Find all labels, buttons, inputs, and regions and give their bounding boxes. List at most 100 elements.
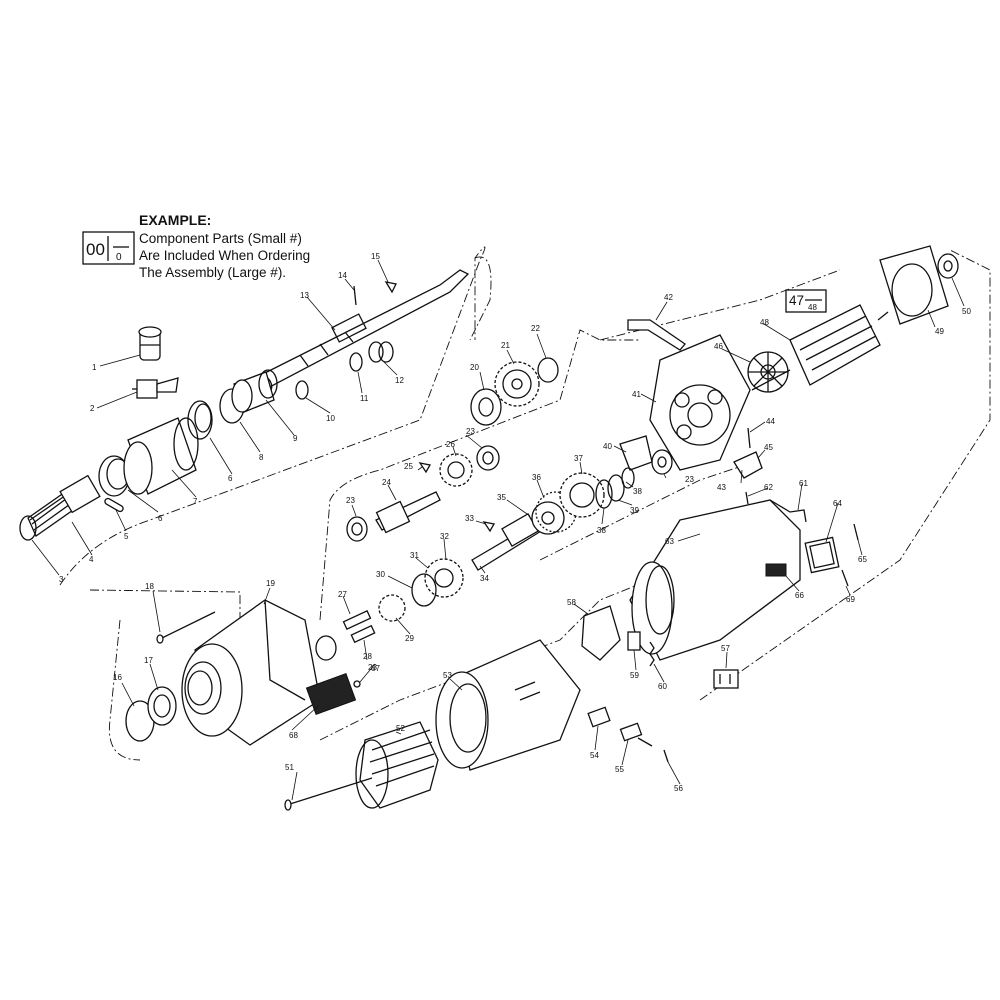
cover-64 xyxy=(804,536,840,574)
shift-lever-42 xyxy=(627,319,686,351)
label-24: 24 xyxy=(382,478,391,487)
label-6-b: 6 xyxy=(228,474,233,483)
spring-60 xyxy=(649,641,655,667)
switch-58 xyxy=(581,605,621,661)
label-38-a: 38 xyxy=(597,526,606,535)
field-52 xyxy=(355,721,439,809)
key-25 xyxy=(418,462,432,474)
part-labels: 1 2 3 4 5 6 6 7 8 9 10 11 12 13 14 15 16… xyxy=(59,252,971,793)
label-55: 55 xyxy=(615,765,624,774)
badge-small-number: 48 xyxy=(808,303,817,312)
terminal-57 xyxy=(713,669,739,689)
label-21: 21 xyxy=(501,341,510,350)
label-65: 65 xyxy=(858,555,867,564)
brush-55 xyxy=(619,722,653,747)
label-60: 60 xyxy=(658,682,667,691)
label-68: 68 xyxy=(289,731,298,740)
label-50: 50 xyxy=(962,307,971,316)
nameplate-68 xyxy=(305,673,357,715)
gear-21 xyxy=(494,361,540,407)
assembly-dashed-lines xyxy=(59,246,991,761)
bearing-23-d xyxy=(651,449,673,475)
pin-44 xyxy=(747,427,751,449)
label-33: 33 xyxy=(465,514,474,523)
ring-3 xyxy=(19,515,37,541)
badge-big-number: 47 xyxy=(789,293,804,308)
pin-14 xyxy=(353,285,357,306)
label-22: 22 xyxy=(531,324,540,333)
example-line-1: Component Parts (Small #) xyxy=(139,231,302,246)
label-51: 51 xyxy=(285,763,294,772)
spindle-shaft xyxy=(254,269,470,393)
example-box xyxy=(82,231,135,265)
key-33 xyxy=(482,521,496,533)
label-3: 3 xyxy=(59,575,64,584)
threaded-adapter-4 xyxy=(27,474,101,537)
bearing-23-b xyxy=(346,516,368,542)
bearing-23-c xyxy=(315,635,337,661)
fitting-1 xyxy=(138,326,162,361)
label-31: 31 xyxy=(410,551,419,560)
leader-lines xyxy=(31,259,965,801)
assembly-badge-47: 47 48 xyxy=(785,289,827,313)
label-12: 12 xyxy=(395,376,404,385)
label-28: 28 xyxy=(363,652,372,661)
label-61: 61 xyxy=(799,479,808,488)
bearing-23-a xyxy=(476,445,500,471)
gear-housing-19 xyxy=(181,599,321,746)
label-63: 63 xyxy=(665,537,674,546)
bearing-50 xyxy=(937,253,959,279)
label-16: 16 xyxy=(113,673,122,682)
label-43: 43 xyxy=(717,483,726,492)
label-2: 2 xyxy=(90,404,95,413)
bearing-20 xyxy=(470,388,502,426)
label-23-d: 23 xyxy=(685,475,694,484)
label-67: 67 xyxy=(371,664,380,673)
field-housing-53 xyxy=(435,639,581,771)
label-23-b: 23 xyxy=(346,496,355,505)
label-39: 39 xyxy=(630,506,639,515)
retaining-rings xyxy=(295,341,394,400)
switch-59 xyxy=(627,631,641,651)
sleeve-7 xyxy=(123,417,199,495)
label-57: 57 xyxy=(721,644,730,653)
label-30: 30 xyxy=(376,570,385,579)
label-42: 42 xyxy=(664,293,673,302)
label-19: 19 xyxy=(266,579,275,588)
key-15 xyxy=(384,281,397,294)
label-53: 53 xyxy=(443,671,452,680)
label-23-a: 23 xyxy=(466,427,475,436)
knob-45 xyxy=(733,451,763,479)
label-1: 1 xyxy=(92,363,97,372)
label-48: 48 xyxy=(760,318,769,327)
example-small-number: 0 xyxy=(116,252,122,263)
example-line-2: Are Included When Ordering xyxy=(139,248,310,263)
example-title: EXAMPLE: xyxy=(139,212,211,228)
brush-holder-54 xyxy=(587,706,611,728)
label-10: 10 xyxy=(326,414,335,423)
bolt-18 xyxy=(156,611,216,644)
label-49: 49 xyxy=(935,327,944,336)
label-36: 36 xyxy=(532,473,541,482)
pin-27-28 xyxy=(342,610,376,644)
pinion-shaft-24 xyxy=(375,491,441,534)
label-27: 27 xyxy=(338,590,347,599)
bushing-8-9 xyxy=(219,369,278,424)
label-26: 26 xyxy=(446,440,455,449)
label-58: 58 xyxy=(567,598,576,607)
label-34: 34 xyxy=(480,574,489,583)
armature-48 xyxy=(751,304,889,391)
screw-62 xyxy=(745,491,749,505)
bolt-51 xyxy=(284,777,373,811)
screws-65-69 xyxy=(841,523,859,587)
label-54: 54 xyxy=(590,751,599,760)
label-41: 41 xyxy=(632,390,641,399)
label-38-b: 38 xyxy=(633,487,642,496)
label-64: 64 xyxy=(833,499,842,508)
label-18: 18 xyxy=(145,582,154,591)
example-legend: EXAMPLE: Component Parts (Small #) Are I… xyxy=(82,212,310,280)
gear-37 xyxy=(559,472,605,518)
label-37: 37 xyxy=(574,454,583,463)
gear-31-32 xyxy=(411,558,464,607)
bearing-17 xyxy=(147,686,177,726)
